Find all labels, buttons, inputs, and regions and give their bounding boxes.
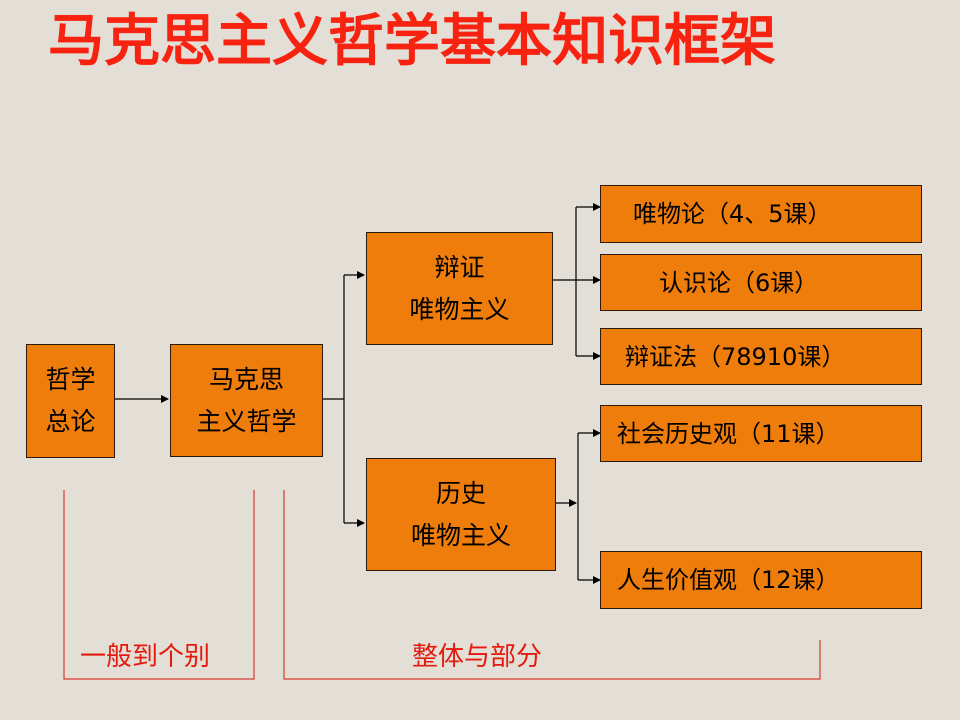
node-marxist-philosophy: 马克思 主义哲学 bbox=[170, 344, 323, 457]
node-social-history: 社会历史观（11课） bbox=[600, 405, 922, 462]
node-dialectical-materialism: 辩证 唯物主义 bbox=[366, 232, 553, 345]
node-dialectics: 辩证法（78910课） bbox=[600, 328, 922, 385]
node-epistemology: 认识论（6课） bbox=[600, 254, 922, 311]
node-life-values: 人生价值观（12课） bbox=[600, 551, 922, 609]
page-title: 马克思主义哲学基本知识框架 bbox=[48, 9, 776, 74]
node-materialism: 唯物论（4、5课） bbox=[600, 185, 922, 243]
node-historical-materialism: 历史 唯物主义 bbox=[366, 458, 556, 571]
bracket-label-general-to-particular: 一般到个别 bbox=[80, 642, 211, 672]
bracket-whole-and-part bbox=[283, 490, 821, 680]
bracket-general-to-particular bbox=[63, 490, 255, 680]
node-philosophy-general-theory: 哲学 总论 bbox=[26, 344, 115, 458]
bracket-label-whole-and-part: 整体与部分 bbox=[412, 642, 543, 672]
